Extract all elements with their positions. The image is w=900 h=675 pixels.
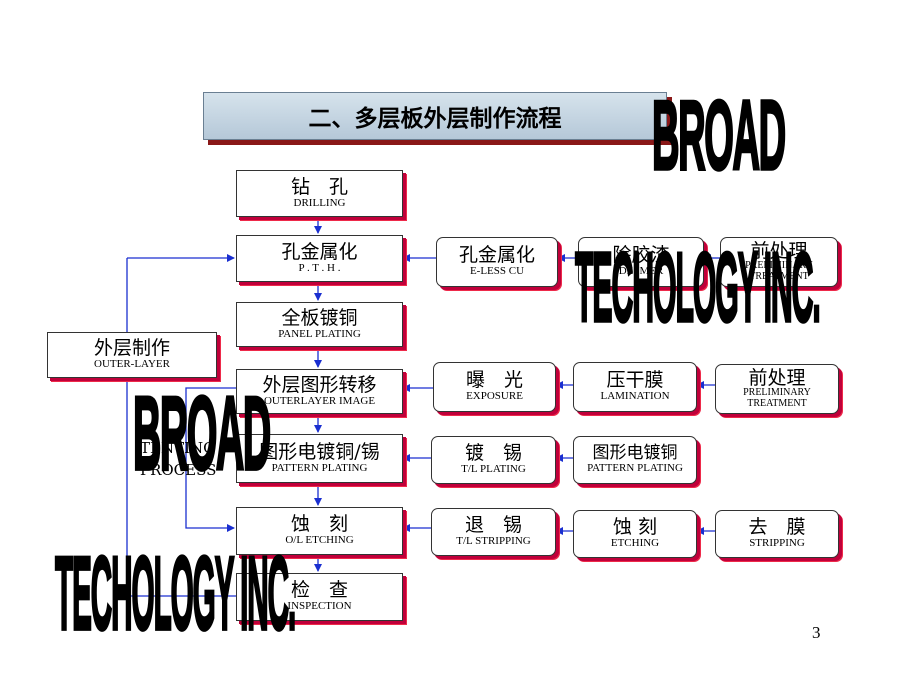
box-label-en: O/L ETCHING <box>285 534 354 547</box>
box-desmer: 除胶渣 DESMER <box>578 237 704 287</box>
box-label-zh: 退 锡 <box>464 514 522 537</box>
box-label-en: DESMER <box>618 265 664 278</box>
box-label-zh: 压干膜 <box>606 369 664 392</box>
box-label-en: T/L STRIPPING <box>456 535 531 548</box>
box-label-zh: 钻 孔 <box>290 175 348 198</box>
box-label-en: P . T . H . <box>298 261 341 274</box>
box-etching: 蚀 刻 ETCHING <box>573 510 697 558</box>
box-label-zh: 孔金属化 <box>281 240 358 263</box>
box-label-zh: 前处理 <box>748 366 806 389</box>
page-title: 二、多层板外层制作流程 <box>308 106 562 132</box>
box-exposure: 曝 光 EXPOSURE <box>433 362 556 412</box>
box-label-en: T/L PLATING <box>461 463 526 476</box>
box-label-en: PANEL PLATING <box>278 327 361 340</box>
box-label-en: DRILLING <box>293 196 346 209</box>
box-label-zh: 镀 锡 <box>464 442 522 465</box>
box-eless-cu: 孔金属化 E-LESS CU <box>436 237 558 287</box>
box-label-zh: 前处理 <box>750 239 808 262</box>
box-label-en: PATTERN PLATING <box>271 461 368 474</box>
box-label-en: E-LESS CU <box>469 265 525 278</box>
box-preliminary-2: 前处理 PRELIMINARY TREATMENT <box>715 364 839 414</box>
page-number: 3 <box>812 623 821 642</box>
box-pth: 孔金属化 P . T . H . <box>236 235 403 282</box>
box-label-zh: 图形电镀铜/锡 <box>259 440 380 463</box>
box-label-en: OUTERLAYER IMAGE <box>263 394 376 407</box>
box-label-en: PRELIMINARY TREATMENT <box>745 260 813 282</box>
box-stripping: 去 膜 STRIPPING <box>715 510 839 558</box>
box-label-zh: 蚀 刻 <box>290 513 348 536</box>
box-label-zh: 曝 光 <box>465 369 523 392</box>
box-label-zh: 蚀 刻 <box>612 516 658 539</box>
box-panel-plating: 全板镀铜 PANEL PLATING <box>236 302 403 347</box>
line-outer-loop <box>126 258 236 597</box>
box-label-en: LAMINATION <box>600 390 670 403</box>
box-label-zh: 全板镀铜 <box>281 306 358 329</box>
box-outer-layer: 外层制作 OUTER-LAYER <box>47 332 217 378</box>
box-outerlayer-image: 外层图形转移 OUTERLAYER IMAGE <box>236 369 403 414</box>
tenting-process-label: TENTING PROCESS <box>140 437 216 481</box>
box-label-zh: 孔金属化 <box>458 244 535 267</box>
box-label-en: INSPECTION <box>287 600 352 613</box>
box-label-en: EXPOSURE <box>466 390 523 403</box>
box-preliminary-1: 前处理 PRELIMINARY TREATMENT <box>720 237 838 287</box>
box-label-zh: 图形电镀铜 <box>592 443 678 464</box>
box-label-zh: 外层图形转移 <box>262 373 377 396</box>
box-label-zh: 检 查 <box>290 579 348 602</box>
box-label-en: OUTER-LAYER <box>94 358 170 371</box>
box-label-zh: 除胶渣 <box>612 244 670 267</box>
box-label-en: STRIPPING <box>749 537 805 550</box>
box-label-en: PATTERN PLATING <box>587 462 683 475</box>
box-label-en: ETCHING <box>610 537 660 550</box>
box-tl-plating: 镀 锡 T/L PLATING <box>431 436 556 484</box>
box-ol-etching: 蚀 刻 O/L ETCHING <box>236 507 403 555</box>
box-tl-stripping: 退 锡 T/L STRIPPING <box>431 508 556 556</box>
box-inspection: 检 查 INSPECTION <box>236 573 403 621</box>
title-banner: 二、多层板外层制作流程 <box>203 92 667 140</box>
box-pattern-plating: 图形电镀铜/锡 PATTERN PLATING <box>236 434 403 483</box>
tenting-line2: PROCESS <box>140 461 217 479</box>
box-drilling: 钻 孔 DRILLING <box>236 170 403 217</box>
box-label-zh: 外层制作 <box>93 337 170 360</box>
box-lamination: 压干膜 LAMINATION <box>573 362 697 412</box>
box-label-en: PRELIMINARY TREATMENT <box>743 387 811 409</box>
box-label-zh: 去 膜 <box>748 516 806 539</box>
tenting-line1: TENTING <box>140 439 216 457</box>
line-tenting-bypass <box>185 387 236 532</box>
box-pattern-cu: 图形电镀铜 PATTERN PLATING <box>573 436 697 484</box>
